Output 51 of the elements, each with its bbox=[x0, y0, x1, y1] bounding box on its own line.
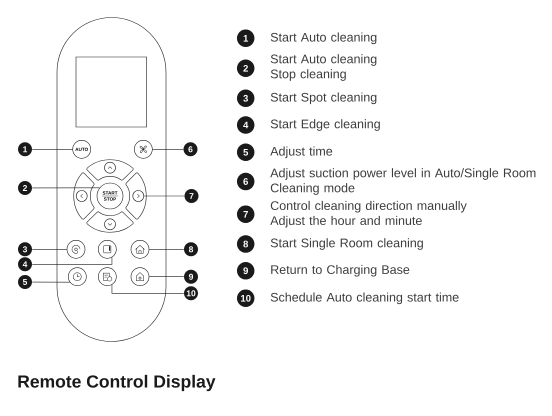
callout-number: 3 bbox=[236, 90, 254, 108]
callout-number: 9 bbox=[184, 270, 198, 284]
round-button bbox=[98, 240, 117, 259]
leader-line bbox=[112, 284, 184, 294]
leader-line bbox=[32, 257, 112, 265]
callout-number: 8 bbox=[184, 242, 198, 256]
description-text: Start Single Room cleaning bbox=[270, 238, 423, 250]
description-text: Return to Charging Base bbox=[271, 264, 410, 277]
callout-number: 4 bbox=[18, 257, 32, 272]
callout-number: 2 bbox=[236, 60, 254, 78]
callout-number: 6 bbox=[236, 172, 254, 190]
callout-number: 9 bbox=[236, 262, 254, 280]
description-text: Start Auto cleaning bbox=[270, 54, 376, 66]
round-button bbox=[66, 240, 86, 259]
callout-number: 1 bbox=[236, 30, 254, 48]
callout-number: 4 bbox=[236, 116, 254, 134]
heading: Remote Control Display bbox=[18, 374, 216, 392]
round-button bbox=[68, 267, 87, 286]
callout-number: 10 bbox=[184, 286, 198, 300]
leader-line bbox=[149, 249, 184, 250]
round-button bbox=[130, 240, 150, 259]
round-button bbox=[98, 267, 117, 286]
round-button bbox=[104, 162, 116, 174]
description-text: Start Edge cleaning bbox=[270, 119, 380, 131]
leader-line bbox=[32, 149, 73, 150]
description-text: Start Spot cleaning bbox=[270, 92, 376, 104]
description-text: Adjust suction power level in Auto/Single Room Cleaning mode bbox=[270, 168, 536, 195]
description-text: Schedule Auto cleaning start time bbox=[270, 292, 459, 304]
leader-line bbox=[32, 249, 67, 250]
leader-line bbox=[149, 276, 184, 277]
round-button bbox=[130, 267, 150, 286]
round-button bbox=[132, 190, 144, 202]
callout-number: 1 bbox=[18, 142, 32, 156]
callout-number: 3 bbox=[18, 242, 32, 256]
callout-number: 7 bbox=[184, 189, 198, 203]
description-text: Control cleaning direction manually bbox=[270, 200, 467, 213]
description-text: Stop cleaning bbox=[270, 69, 346, 81]
callout-number: 8 bbox=[236, 235, 254, 253]
callout-number: 10 bbox=[236, 290, 254, 308]
description-text: Start Auto cleaning bbox=[270, 32, 376, 44]
round-button bbox=[134, 140, 153, 159]
callout-number: 5 bbox=[236, 144, 254, 162]
description-text: Adjust the hour and minute bbox=[270, 216, 422, 228]
round-button bbox=[104, 218, 116, 230]
leader-line bbox=[152, 149, 184, 150]
callout-number: 5 bbox=[18, 275, 32, 289]
description-text: Adjust time bbox=[270, 146, 332, 158]
round-button bbox=[76, 190, 88, 202]
callout-number: 7 bbox=[236, 206, 254, 224]
callout-number: 2 bbox=[18, 181, 32, 195]
callout-number: 6 bbox=[184, 142, 198, 156]
